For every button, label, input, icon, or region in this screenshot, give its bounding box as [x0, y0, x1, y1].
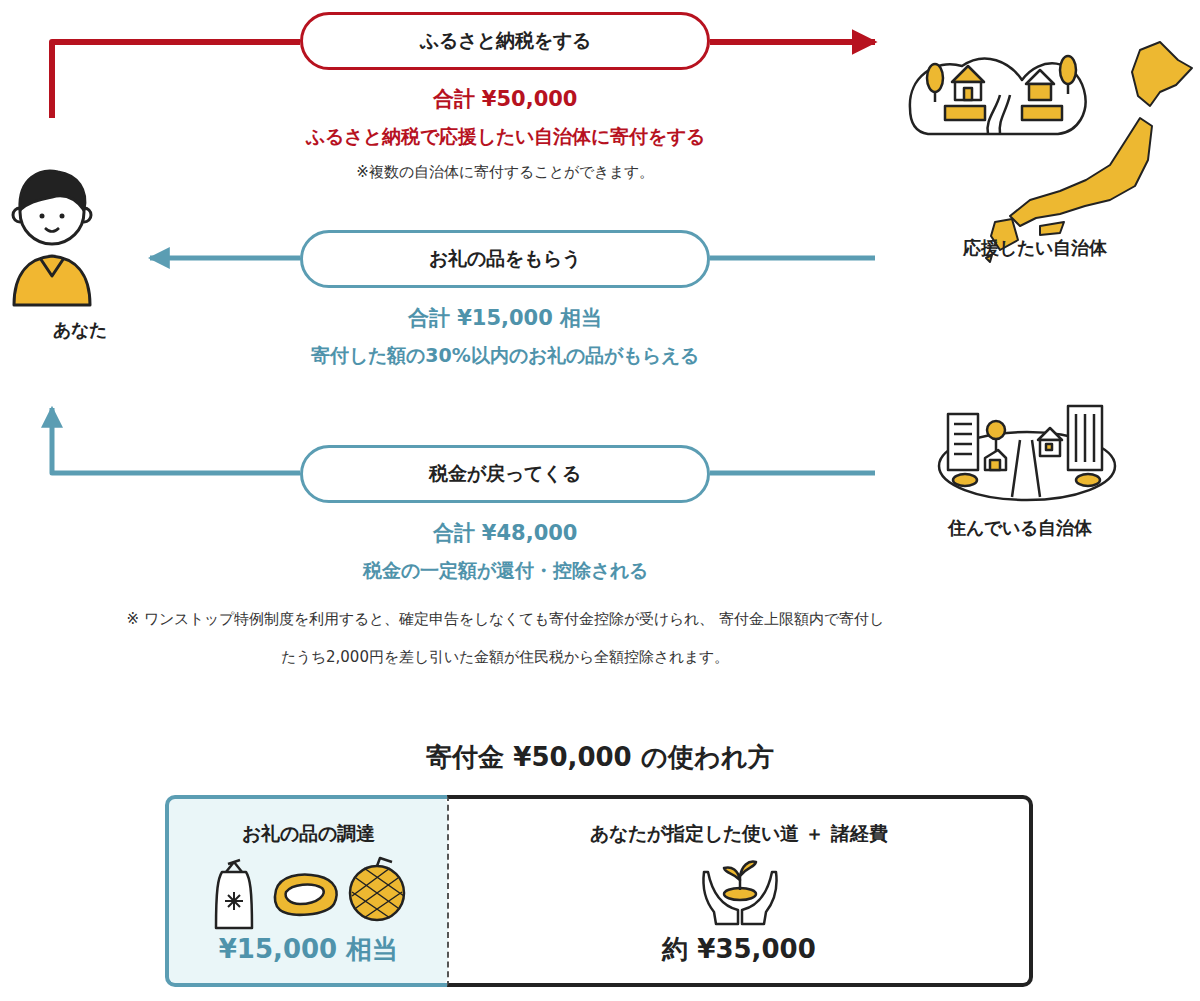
- amount-label: 合計 ¥50,000: [155, 86, 855, 113]
- flow-arrow: [710, 471, 875, 476]
- node-title: 税金が戻ってくる: [429, 461, 581, 487]
- panel-fill: [167, 797, 448, 985]
- amount-label: 合計 ¥48,000: [155, 520, 855, 547]
- note-label: 税金の一定額が還付・控除される: [155, 558, 855, 583]
- hands-icon: [703, 862, 776, 924]
- note-label: 寄付した額の30%以内のお礼の品がもらえる: [155, 343, 855, 368]
- city-illustration: [939, 406, 1115, 500]
- usage-panel: お礼の品の調達 ¥15,000 相当: [165, 795, 448, 987]
- note-label: ※複数の自治体に寄付することができます。: [155, 163, 855, 183]
- flow-arrow: [710, 39, 875, 45]
- node-amount: ¥15,000 相当: [219, 932, 398, 967]
- flow-arrow: [52, 42, 300, 118]
- amount-label: 合計 ¥15,000 相当: [155, 305, 855, 332]
- gift-icons: [216, 858, 404, 928]
- node-title: あなたが指定した使い道 ＋ 諸経費: [590, 821, 888, 847]
- action-pill: お礼の品をもらう: [300, 230, 710, 288]
- japan-map: [986, 42, 1192, 262]
- flow-arrow: [150, 256, 300, 261]
- node-title: お礼の品をもらう: [429, 246, 581, 272]
- note-label: ※ ワンストップ特例制度を利用すると、確定申告をしなくても寄付金控除が受けられ、…: [125, 600, 885, 676]
- node-title: 応援したい自治体: [963, 236, 1107, 260]
- diagram-title: 寄付金 ¥50,000 の使われ方: [300, 740, 900, 775]
- village-illustration: [910, 56, 1086, 134]
- municipality-node: 応援したい自治体: [875, 40, 1195, 270]
- action-pill: 税金が戻ってくる: [300, 445, 710, 503]
- note-label: ふるさと納税で応援したい自治体に寄付をする: [155, 124, 855, 149]
- action-pill: ふるさと納税をする: [300, 12, 710, 70]
- node-title: 住んでいる自治体: [948, 516, 1092, 540]
- node-title: あなた: [53, 318, 107, 342]
- node-amount: 約 ¥35,000: [662, 932, 815, 967]
- flow-arrow: [710, 256, 875, 261]
- person-figure: [13, 171, 91, 305]
- node-title: お礼の品の調達: [242, 821, 375, 847]
- person-node: あなた: [10, 118, 150, 408]
- municipality-node: 住んでいる自治体: [875, 400, 1165, 550]
- node-title: ふるさと納税をする: [420, 28, 591, 54]
- usage-panel: あなたが指定した使い道 ＋ 諸経費約 ¥35,000: [447, 795, 1033, 987]
- flow-arrow: [52, 408, 300, 473]
